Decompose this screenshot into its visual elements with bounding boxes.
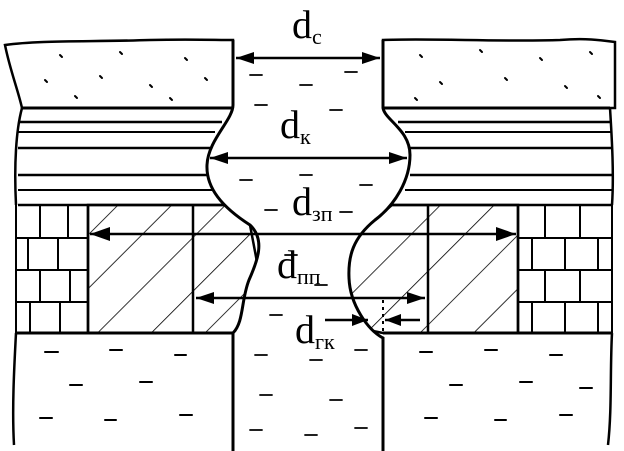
dimension-labels: dc dк dзп dпп dгк [277,2,335,354]
wellbore-right-wall [347,40,412,451]
label-d-k: dк [280,102,311,149]
wellbore-fluid-dashes [239,71,373,436]
hatched-zone [86,203,520,335]
dimension-arrows [90,52,516,326]
label-d-zp: dзп [292,179,333,226]
label-d-pp: dпп [277,242,321,289]
dimension-arrow-d-pp [196,292,425,304]
label-d-c: dc [292,2,322,49]
top-sandy-layer [3,37,617,110]
dimension-arrow-d-c [236,52,380,64]
dimension-arrow-d-zp [90,227,516,241]
dimension-arrow-d-gk [325,314,420,326]
bottom-formation [11,331,614,446]
dimension-arrow-d-k [210,152,407,164]
label-d-gk: dгк [295,307,335,354]
